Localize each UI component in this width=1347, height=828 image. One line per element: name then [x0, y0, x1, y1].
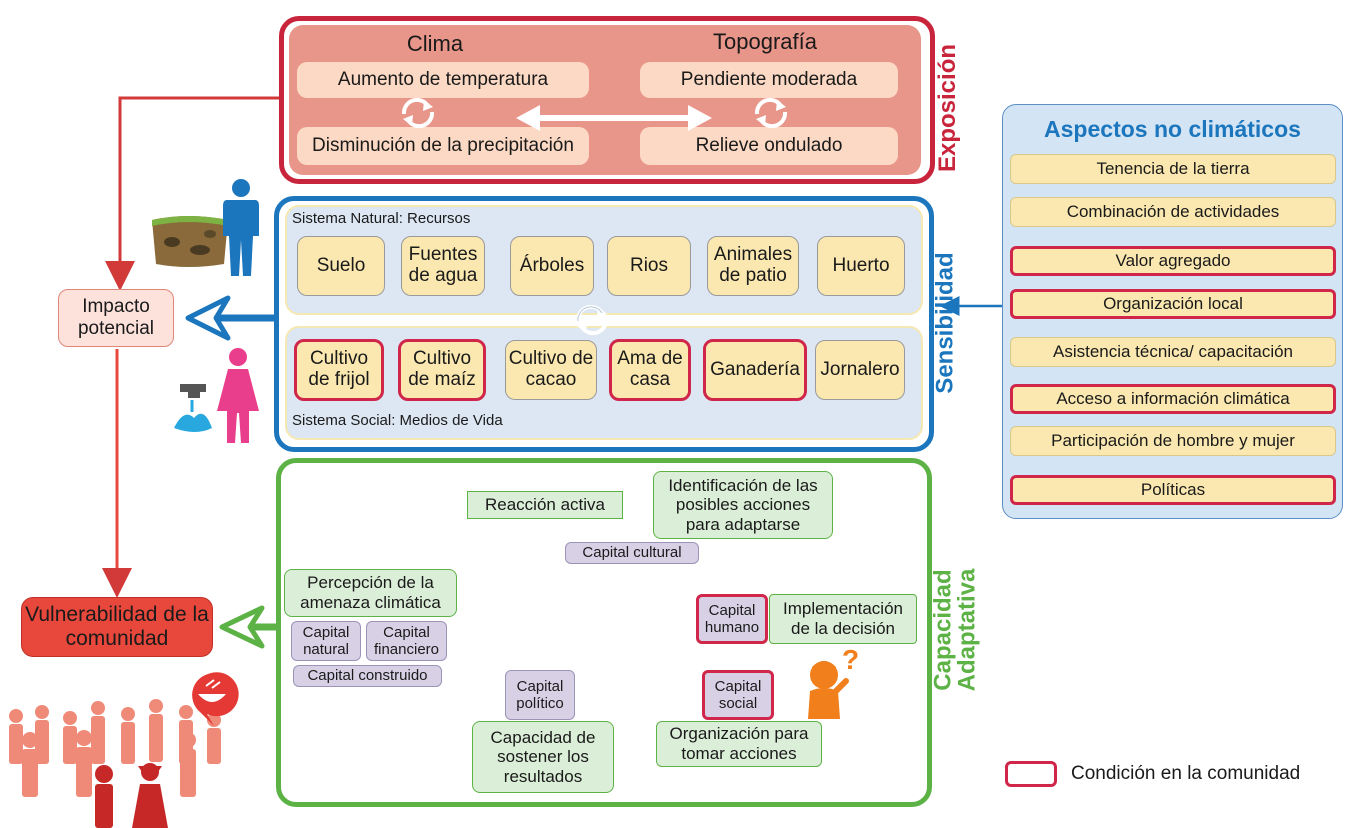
- non-climatic-item: Tenencia de la tierra: [1010, 154, 1336, 184]
- natural-resource: Huerto: [817, 236, 905, 296]
- implementation-step: Implementación de la decisión: [769, 594, 917, 644]
- non-climatic-item: Valor agregado: [1010, 246, 1336, 276]
- man-icon: [223, 179, 259, 276]
- non-climatic-item: Organización local: [1010, 289, 1336, 319]
- livelihood: Cultivo de cacao: [505, 340, 597, 400]
- topografia-item: Pendiente moderada: [640, 62, 898, 98]
- natural-resource: Rios: [607, 236, 691, 296]
- livelihood: Jornalero: [815, 340, 905, 400]
- natural-resource: Fuentes de agua: [401, 236, 485, 296]
- non-climatic-title: Aspectos no climáticos: [1044, 115, 1301, 142]
- refresh-cycle-icon: [575, 304, 609, 336]
- vulnerability-box: Vulnerabilidad de la comunidad: [21, 597, 213, 657]
- refresh-cycle-icon: [754, 97, 788, 129]
- capital-cultural: Capital cultural: [565, 542, 699, 564]
- exposure-title: Exposición: [934, 43, 961, 173]
- livelihood: Cultivo de frijol: [294, 339, 384, 401]
- natural-resource: Animales de patio: [707, 236, 799, 296]
- perception-step: Percepción de la amenaza climática: [284, 569, 457, 617]
- capital-construido: Capital construido: [293, 665, 442, 687]
- natural-resource: Árboles: [510, 236, 594, 296]
- community-crowd-icon: [9, 672, 239, 828]
- capital-politico: Capital político: [505, 670, 575, 720]
- svg-text:?: ?: [842, 645, 859, 675]
- topografia-item: Relieve ondulado: [640, 127, 898, 165]
- capital-social: Capital social: [702, 670, 774, 720]
- organization-step: Organización para tomar acciones: [656, 721, 822, 767]
- natural-system-label: Sistema Natural: Recursos: [292, 210, 471, 227]
- clima-item: Aumento de temperatura: [297, 62, 589, 98]
- clima-item: Disminución de la precipitación: [297, 127, 589, 165]
- soil-profile-icon: [152, 216, 228, 267]
- social-system-label: Sistema Social: Medios de Vida: [292, 412, 503, 429]
- legend-swatch: [1005, 761, 1057, 787]
- reaction-step: Reacción activa: [467, 491, 623, 519]
- natural-system-panel: [285, 205, 923, 315]
- impact-box: Impacto potencial: [58, 289, 174, 347]
- non-climatic-item: Acceso a información climática: [1010, 384, 1336, 414]
- water-tap-icon: [174, 384, 212, 432]
- capital-natural: Capital natural: [291, 621, 361, 661]
- livelihood: Ganadería: [703, 339, 807, 401]
- non-climatic-item: Combinación de actividades: [1010, 197, 1336, 227]
- sustain-step: Capacidad de sostener los resultados: [472, 721, 614, 793]
- double-arrow-icon: [516, 105, 712, 131]
- sensitivity-arrowhead: [185, 295, 231, 341]
- legend-label: Condición en la comunidad: [1071, 763, 1301, 784]
- capital-financiero: Capital financiero: [366, 621, 447, 661]
- livelihood: Cultivo de maíz: [398, 339, 486, 401]
- sensitivity-title: Sensibilidad: [932, 252, 959, 394]
- livelihood: Ama de casa: [609, 339, 691, 401]
- woman-icon: [217, 348, 259, 443]
- thinking-person-icon: ?: [808, 645, 859, 719]
- adaptive-arrowhead: [219, 605, 265, 649]
- identification-step: Identificación de las posibles acciones …: [653, 471, 833, 539]
- capital-humano: Capital humano: [696, 594, 768, 644]
- natural-resource: Suelo: [297, 236, 385, 296]
- non-climatic-item: Asistencia técnica/ capacitación: [1010, 337, 1336, 367]
- non-climatic-item: Políticas: [1010, 475, 1336, 505]
- clima-header: Clima: [406, 31, 464, 56]
- refresh-cycle-icon: [401, 97, 435, 129]
- non-climatic-item: Participación de hombre y mujer: [1010, 426, 1336, 456]
- topografia-header: Topografía: [713, 29, 817, 54]
